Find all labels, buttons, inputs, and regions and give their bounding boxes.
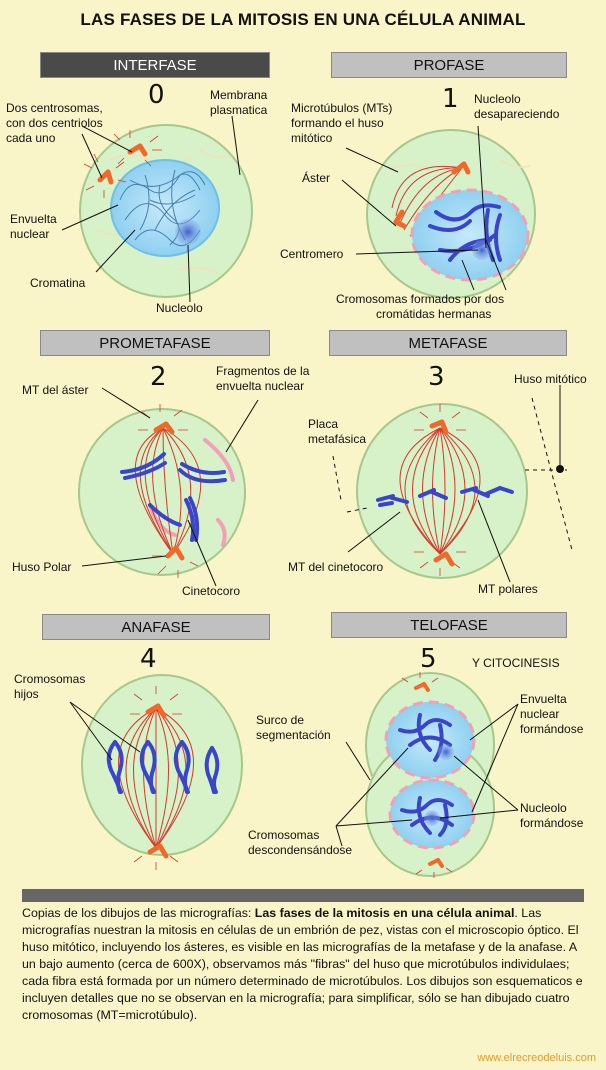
label-centrosomas: Dos centrosomas, con dos centriolos cada… [6,101,103,145]
label-surco: Surco de segmentación [256,713,331,742]
stage-number-3: 3 [428,362,445,392]
cell-prometafase [78,404,246,578]
stage-number-5: 5 [420,644,437,674]
stage-number-1: 1 [442,84,459,114]
phase-label-profase: PROFASE [331,52,567,78]
site-credit[interactable]: www.elrecreodeluis.com [477,1052,596,1064]
caption-divider [22,889,584,902]
label-aster: Áster [302,171,331,185]
label-envuelta-formandose: Envuelta nuclear formándose [520,692,584,736]
label-huso-polar: Huso Polar [12,560,72,574]
phase-label-metafase: METAFASE [329,330,567,356]
phase-label-telofase: TELOFASE [331,612,567,638]
cell-metafase [332,397,573,579]
label-cromosomas-hijos: Cromosomas hijos [14,672,86,701]
label-citocinesis: Y CITOCINESIS [472,656,560,670]
label-huso-mitotico: Huso mitótico [514,372,587,386]
label-mt-polares: MT polares [478,582,538,596]
label-mt-cinetocoro: MT del cinetocoro [288,560,384,574]
label-cromosomas-profase: Cromosomas formados por dos cromátidas h… [336,292,505,321]
caption: Copias de los dibujos de las micrografía… [22,906,583,1022]
label-membrana: Membrana plasmatica [210,88,268,117]
cell-profase [366,129,536,299]
cell-anafase [81,674,243,870]
stage-number-2: 2 [150,362,167,392]
cell-interfase [79,124,253,298]
label-fragmentos: Fragmentos de la envuelta nuclear [216,364,310,393]
label-nucleolo-formandose: Nucleolo formándose [520,801,584,830]
cell-telofase [365,672,495,878]
label-centromero: Centromero [280,247,344,261]
label-cromatina: Cromatina [30,276,86,290]
page-title: LAS FASES DE LA MITOSIS EN UNA CÉLULA AN… [80,10,526,29]
stage-number-4: 4 [140,644,157,674]
mitosis-diagram [61,115,573,878]
label-envuelta-nuclear: Envuelta nuclear [10,212,57,241]
label-cinetocoro: Cinetocoro [182,584,241,598]
phase-label-anafase: ANAFASE [42,614,270,640]
label-mt-aster: MT del áster [22,383,89,397]
label-microtubulos: Microtúbulos (MTs) formando el huso mitó… [291,101,393,145]
stage-number-0: 0 [148,80,165,110]
label-cromosomas-descondensandose: Cromosomas descondensándose [248,828,353,857]
phase-label-prometafase: PROMETAFASE [40,330,270,356]
phase-label-interfase: INTERFASE [40,52,270,78]
label-nucleolo-desapareciendo: Nucleolo desapareciendo [474,92,560,121]
label-placa-metafasica: Placa metafásica [308,417,367,446]
label-nucleolo-interfase: Nucleolo [156,301,203,315]
